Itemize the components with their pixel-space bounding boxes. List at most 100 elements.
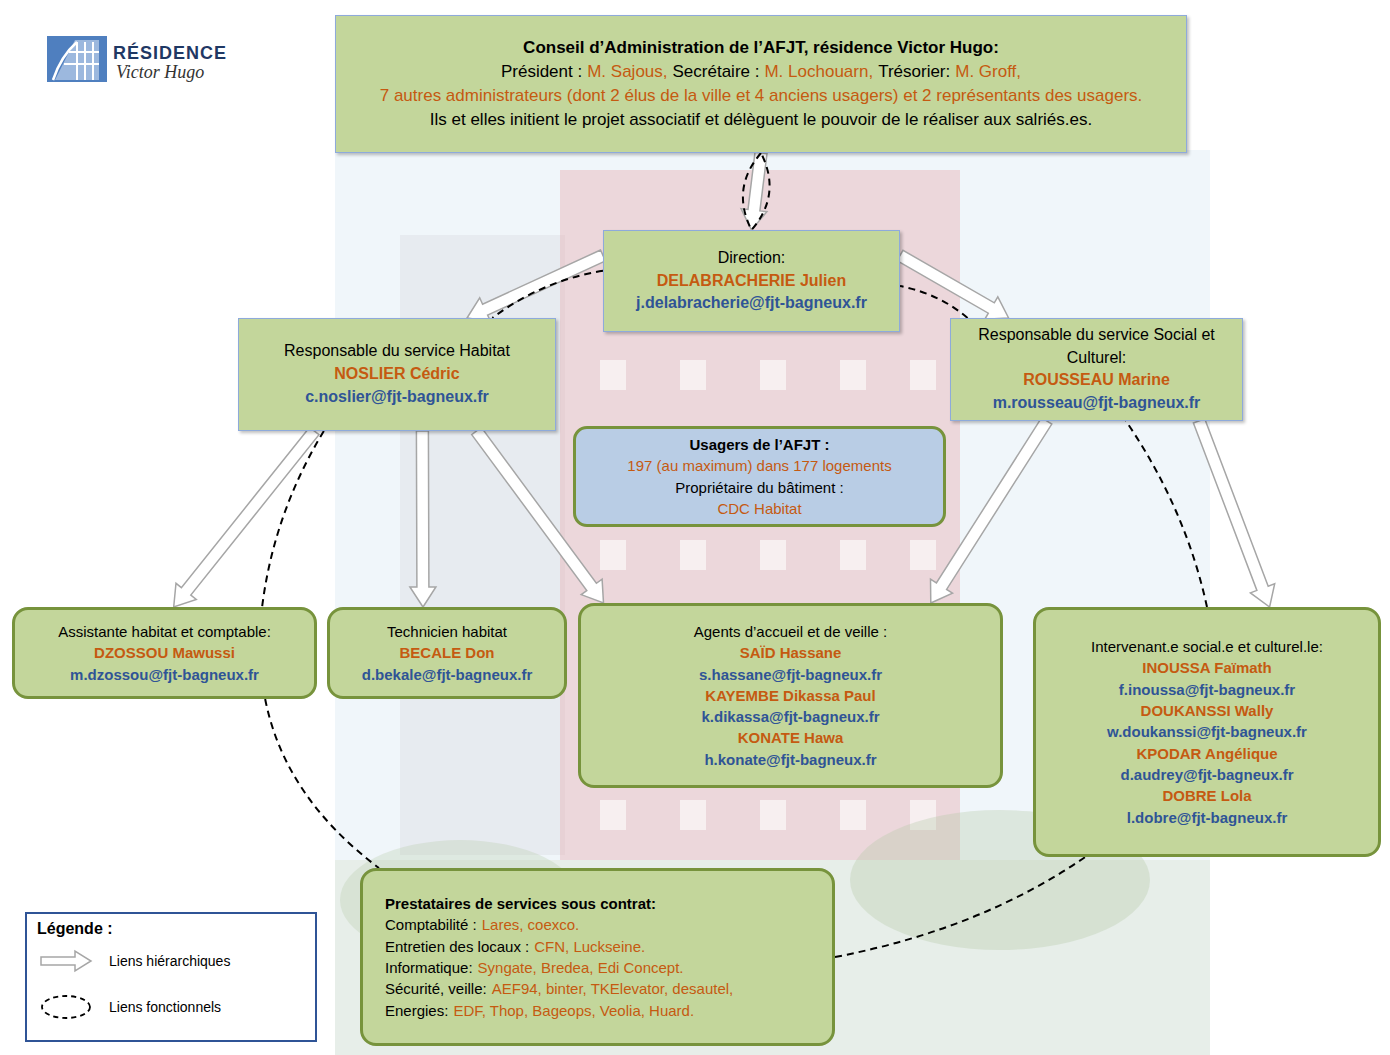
text-line: Direction: bbox=[718, 247, 786, 270]
email-address: m.rousseau@fjt-bagneux.fr bbox=[993, 394, 1201, 411]
legend-title: Légende : bbox=[37, 920, 305, 938]
box-text: M. Groff, bbox=[955, 62, 1021, 81]
text-line: k.dikassa@fjt-bagneux.fr bbox=[701, 706, 879, 727]
text-line: Comptabilité : Lares, coexco. bbox=[385, 914, 579, 935]
text-line: h.konate@fjt-bagneux.fr bbox=[704, 749, 876, 770]
text-line: Entretien des locaux : CFN, Luckseine. bbox=[385, 936, 645, 957]
box-text: Président : bbox=[501, 62, 582, 81]
text-line: DOUKANSSI Wally bbox=[1141, 700, 1274, 721]
functional-link bbox=[835, 857, 1085, 957]
logo-text: RÉSIDENCE bbox=[113, 43, 227, 64]
text-line: Energies: EDF, Thop, Bageops, Veolia, Hua… bbox=[385, 1000, 694, 1021]
staff-box: Assistante habitat et comptable: DZOSSOU … bbox=[12, 607, 317, 699]
text-line: l.dobre@fjt-bagneux.fr bbox=[1127, 807, 1287, 828]
box-text: Propriétaire du bâtiment : bbox=[675, 479, 843, 496]
box-text: Comptabilité : bbox=[385, 916, 477, 933]
hollow-arrow bbox=[41, 951, 91, 971]
email-address: c.noslier@fjt-bagneux.fr bbox=[305, 388, 489, 405]
email-address: l.dobre@fjt-bagneux.fr bbox=[1127, 809, 1287, 826]
text-line: Usagers de l’AFJT : bbox=[689, 434, 829, 455]
hierarchy-arrow bbox=[410, 431, 436, 607]
box-text: Lares, coexco. bbox=[482, 916, 580, 933]
text-line: Propriétaire du bâtiment : bbox=[675, 477, 843, 498]
text-line: f.inoussa@fjt-bagneux.fr bbox=[1119, 679, 1295, 700]
users-box: Usagers de l’AFJT : 197 (au maximum) dans… bbox=[573, 426, 946, 527]
person-name: KONATE Hawa bbox=[738, 729, 844, 746]
legend-row: Liens fonctionnels bbox=[37, 984, 305, 1030]
box-text: Informatique: bbox=[385, 959, 473, 976]
text-line: Informatique:Syngate, Bredea, Edi Concep… bbox=[385, 957, 684, 978]
email-address: d.bekale@fjt-bagneux.fr bbox=[362, 666, 533, 683]
person-name: DZOSSOU Mawussi bbox=[94, 644, 235, 661]
text-line: 7 autres administrateurs (dont 2 élus de… bbox=[380, 84, 1143, 108]
box-text: CDC Habitat bbox=[717, 500, 801, 517]
person-name: DOUKANSSI Wally bbox=[1141, 702, 1274, 719]
email-address: k.dikassa@fjt-bagneux.fr bbox=[701, 708, 879, 725]
text-line: s.hassane@fjt-bagneux.fr bbox=[699, 664, 882, 685]
text-line: Responsable du service Habitat bbox=[284, 340, 510, 363]
text-line: w.doukanssi@fjt-bagneux.fr bbox=[1107, 721, 1307, 742]
box-text: Agents d’accueil et de veille : bbox=[694, 623, 887, 640]
box-text: Entretien des locaux : bbox=[385, 938, 529, 955]
text-line: Assistante habitat et comptable: bbox=[58, 621, 271, 642]
logo-subtitle: Victor Hugo bbox=[116, 62, 204, 83]
box-text: Secrétaire : bbox=[673, 62, 760, 81]
service-box: Responsable du service HabitatNOSLIER Cé… bbox=[238, 318, 556, 431]
legend-arrow-sample bbox=[37, 946, 95, 976]
text-line: m.dzossou@fjt-bagneux.fr bbox=[70, 664, 259, 685]
text-line: Prestataires de services sous contrat: bbox=[385, 893, 656, 914]
text-line: Sécurité, veille:AEF94, binter, TKElevat… bbox=[385, 978, 733, 999]
person-name: INOUSSA Faïmath bbox=[1142, 659, 1271, 676]
email-address: j.delabracherie@fjt-bagneux.fr bbox=[636, 294, 867, 311]
text-line: c.noslier@fjt-bagneux.fr bbox=[305, 386, 489, 409]
text-line: Conseil d’Administration de l’AFJT, rési… bbox=[523, 36, 999, 60]
email-address: m.dzossou@fjt-bagneux.fr bbox=[70, 666, 259, 683]
email-address: d.audrey@fjt-bagneux.fr bbox=[1121, 766, 1294, 783]
text-line: SAÏD Hassane bbox=[740, 642, 842, 663]
contractors-box: Prestataires de services sous contrat: Co… bbox=[360, 868, 835, 1046]
legend-dash-sample bbox=[37, 992, 95, 1022]
box-heading: Prestataires de services sous contrat: bbox=[385, 895, 656, 912]
dashed-ellipse bbox=[42, 996, 90, 1018]
text-line: KONATE Hawa bbox=[738, 727, 844, 748]
text-line: DELABRACHERIE Julien bbox=[657, 270, 846, 293]
box-text: M. Lochouarn, bbox=[764, 62, 873, 81]
box-text: 7 autres administrateurs (dont 2 élus de… bbox=[380, 86, 1143, 105]
box-text: Ils et elles initient le projet associat… bbox=[430, 110, 1092, 129]
person-name: KPODAR Angélique bbox=[1136, 745, 1277, 762]
staff-box: Intervenant.e social.e et culturel.le: IN… bbox=[1033, 607, 1381, 857]
box-text: 197 (au maximum) dans 177 logements bbox=[627, 457, 891, 474]
text-line: Intervenant.e social.e et culturel.le: bbox=[1091, 636, 1323, 657]
text-line: Président :M. Sajous,Secrétaire :M. Loch… bbox=[501, 60, 1021, 84]
logo-icon bbox=[47, 36, 107, 82]
text-line: CDC Habitat bbox=[717, 498, 801, 519]
text-line: Responsable du service Social et Culture… bbox=[961, 324, 1232, 369]
person-name: SAÏD Hassane bbox=[740, 644, 842, 661]
box-text: Energies: bbox=[385, 1002, 448, 1019]
functional-link bbox=[262, 431, 324, 607]
direction-box: Direction:DELABRACHERIE Julienj.delabrac… bbox=[603, 230, 900, 332]
hierarchy-arrow bbox=[467, 250, 606, 322]
box-text: CFN, Luckseine. bbox=[534, 938, 645, 955]
text-line: Agents d’accueil et de veille : bbox=[694, 621, 887, 642]
text-line: ROUSSEAU Marine bbox=[1023, 369, 1170, 392]
person-name: BECALE Don bbox=[400, 644, 495, 661]
text-line: j.delabracherie@fjt-bagneux.fr bbox=[636, 292, 867, 315]
functional-link bbox=[900, 286, 968, 318]
hierarchy-arrow bbox=[931, 418, 1052, 603]
box-text: Assistante habitat et comptable: bbox=[58, 623, 271, 640]
functional-link bbox=[743, 153, 770, 230]
box-text: EDF, Thop, Bageops, Veolia, Huard. bbox=[453, 1002, 694, 1019]
email-address: s.hassane@fjt-bagneux.fr bbox=[699, 666, 882, 683]
box-text: Technicien habitat bbox=[387, 623, 507, 640]
email-address: h.konate@fjt-bagneux.fr bbox=[704, 751, 876, 768]
text-line: DOBRE Lola bbox=[1162, 785, 1251, 806]
service-box: Responsable du service Social et Culture… bbox=[950, 318, 1243, 421]
legend-box: Légende :Liens hiérarchiquesLiens foncti… bbox=[25, 912, 317, 1042]
functional-link bbox=[265, 699, 379, 868]
legend-row: Liens hiérarchiques bbox=[37, 938, 305, 984]
box-heading: Conseil d’Administration de l’AFJT, rési… bbox=[523, 38, 999, 57]
box-text: Intervenant.e social.e et culturel.le: bbox=[1091, 638, 1323, 655]
